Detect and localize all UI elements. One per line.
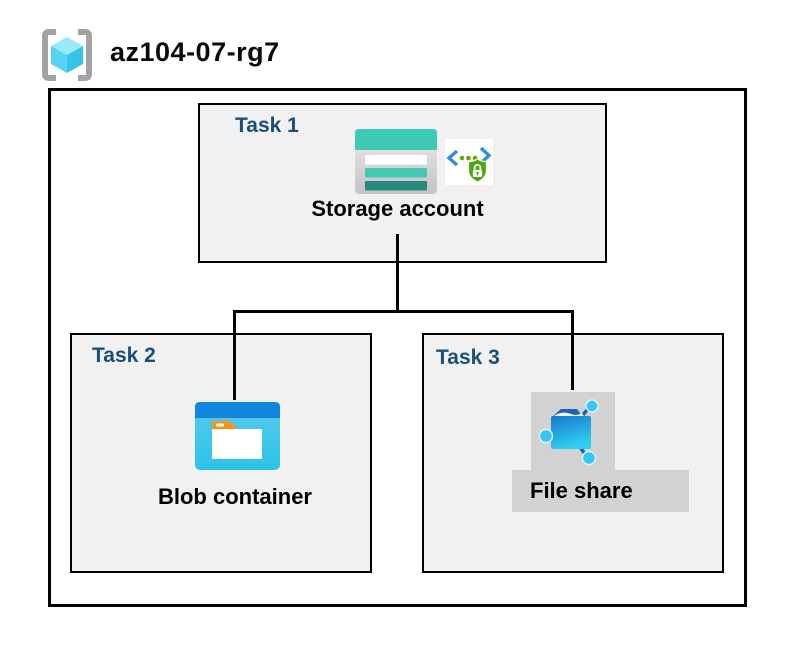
connector-to-blob-container (233, 310, 236, 400)
blob-container-icon (195, 402, 280, 470)
resource-group-name: az104-07-rg7 (110, 37, 280, 67)
blob-container-label: Blob container (157, 484, 312, 509)
file-share-label-highlight: File share (512, 470, 689, 512)
task2-box: Task 2 Blob container (70, 333, 372, 573)
file-share-label: File share (530, 478, 633, 503)
task1-label: Task 1 (235, 114, 299, 137)
connector-storage-stem (396, 234, 399, 313)
file-share-icon-highlight (531, 392, 615, 470)
connector-to-file-share (571, 310, 574, 390)
connector-horizontal (233, 310, 574, 313)
task1-box: Task 1 Storage accoun (198, 103, 607, 263)
storage-account-label: Storage account (311, 196, 484, 221)
task3-label: Task 3 (436, 346, 500, 369)
storage-account-icon (355, 129, 437, 194)
file-share-icon (538, 399, 599, 466)
resource-group-icon (42, 29, 92, 81)
code-brackets-shield-lock-icon (445, 139, 493, 185)
task2-label: Task 2 (92, 344, 156, 367)
